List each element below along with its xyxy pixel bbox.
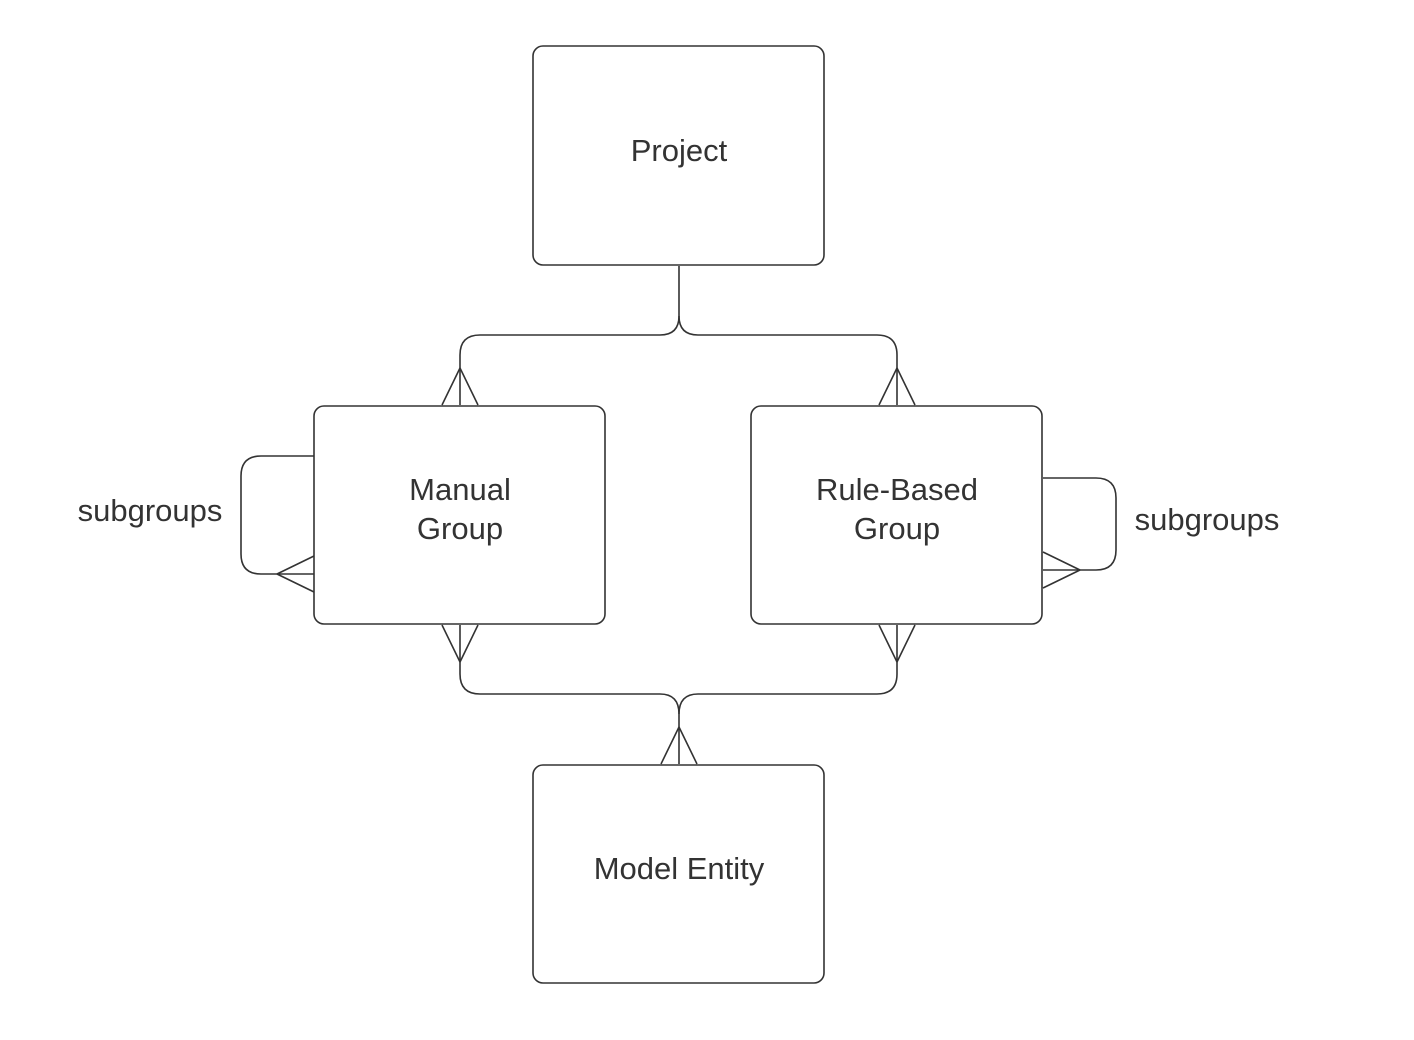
rule-based-group-crowsfoot-top [878,367,916,406]
manual-group-crowsfoot-top [441,367,479,406]
groups-to-model-entity-connector [441,624,916,765]
manual-group-label-line1: Manual [409,472,511,507]
manual-group-subgroups-crowsfoot [276,555,315,593]
project-label: Project [631,133,728,168]
rule-based-group-subgroups-loop [1042,477,1117,589]
rule-based-subgroups-label: subgroups [1135,502,1280,537]
manual-group-subgroups-loop [240,455,315,593]
entity-project: Project [532,45,825,266]
rule-based-group-crowsfoot-bottom [878,624,916,663]
rule-based-group-label-line1: Rule-Based [816,472,978,507]
entity-model-entity: Model Entity [532,764,825,984]
project-to-groups-connector [441,266,916,406]
manual-group-crowsfoot-bottom [441,624,479,663]
model-entity-label: Model Entity [594,851,765,886]
manual-subgroups-label: subgroups [78,493,223,528]
rule-based-group-subgroups-crowsfoot [1042,551,1081,589]
model-entity-crowsfoot-top [660,726,698,765]
rule-based-group-label-line2: Group [854,511,940,546]
entity-manual-group: Manual Group [313,405,606,625]
manual-group-label-line2: Group [417,511,503,546]
entity-rule-based-group: Rule-Based Group [750,405,1043,625]
